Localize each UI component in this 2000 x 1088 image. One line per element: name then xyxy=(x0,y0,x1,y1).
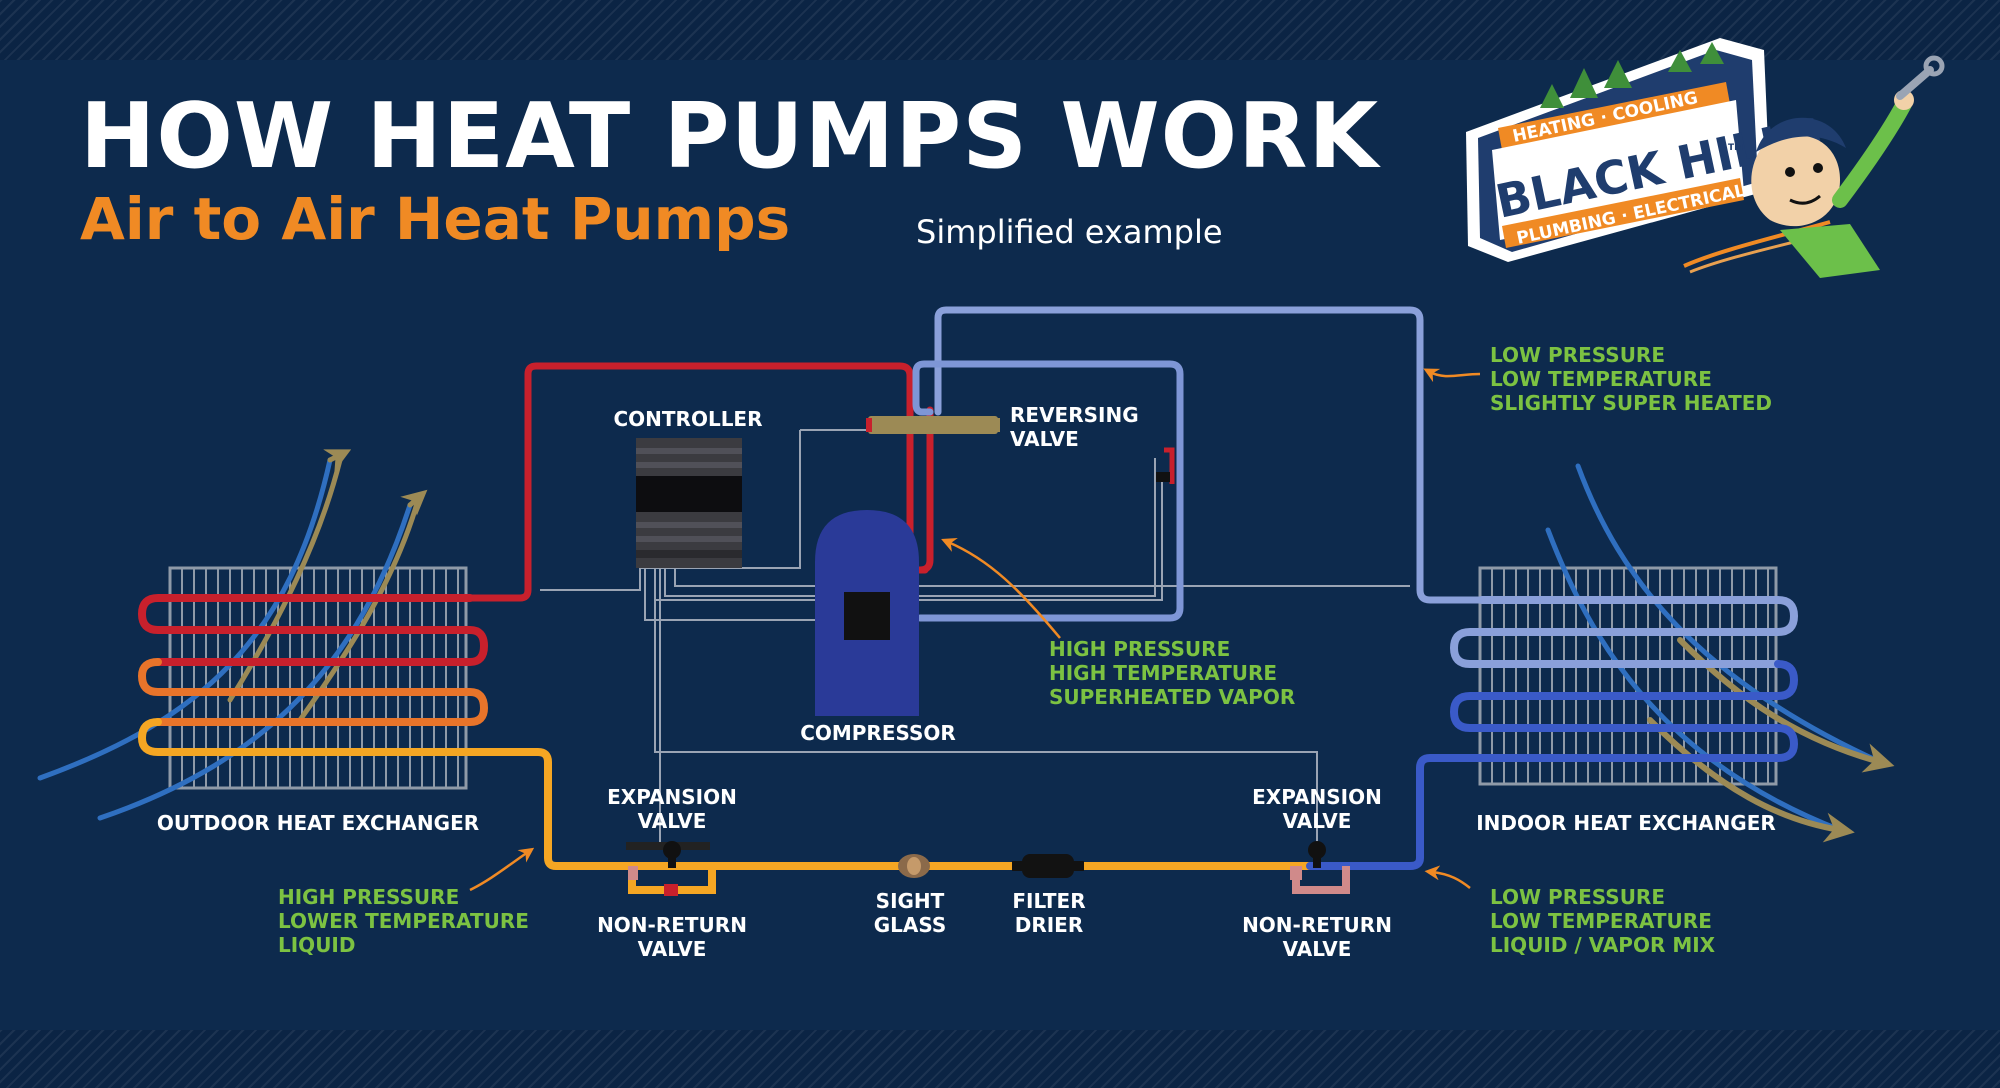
expansion-valve-left-label-2: VALVE xyxy=(638,809,707,833)
compressor-label: COMPRESSOR xyxy=(800,721,956,745)
outdoor-exchanger-label: OUTDOOR HEAT EXCHANGER xyxy=(157,811,479,835)
reversing-valve-label-1: REVERSING xyxy=(1010,403,1139,427)
expansion-valve-left-label-1: EXPANSION xyxy=(607,785,737,809)
mix-state-2: LOW TEMPERATURE xyxy=(1490,909,1712,933)
indoor-airflow-arrows xyxy=(1545,463,1895,843)
mix-state-3: LIQUID / VAPOR MIX xyxy=(1490,933,1716,957)
component-labels: CONTROLLER REVERSING VALVE COMPRESSOR OU… xyxy=(157,403,1776,961)
indoor-exchanger-label: INDOOR HEAT EXCHANGER xyxy=(1476,811,1776,835)
logo-trademark: TM xyxy=(1728,143,1743,153)
non-return-valve-right-label-1: NON-RETURN xyxy=(1242,913,1392,937)
state-labels: LOW PRESSURE LOW TEMPERATURE SLIGHTLY SU… xyxy=(278,343,1772,957)
compressor-body xyxy=(815,510,919,716)
filter-drier-label-2: DRIER xyxy=(1015,913,1084,937)
mix-state-1: LOW PRESSURE xyxy=(1490,885,1665,909)
filter-drier-label-1: FILTER xyxy=(1012,889,1085,913)
expansion-valve-left xyxy=(626,841,710,868)
indoor-coil xyxy=(1306,596,1798,870)
page-title: HOW HEAT PUMPS WORK xyxy=(80,84,1380,189)
suction-state-1: LOW PRESSURE xyxy=(1490,343,1665,367)
sight-glass-label-1: SIGHT xyxy=(876,889,945,913)
expansion-valve-right-label-1: EXPANSION xyxy=(1252,785,1382,809)
controller-label: CONTROLLER xyxy=(613,407,762,431)
sight-glass xyxy=(898,854,930,878)
controller-box xyxy=(636,438,742,568)
non-return-valve-right xyxy=(1290,866,1350,894)
non-return-valve-right-label-2: VALVE xyxy=(1283,937,1352,961)
top-pattern-band xyxy=(0,0,2000,60)
discharge-state-1: HIGH PRESSURE xyxy=(1049,637,1230,661)
suction-state-2: LOW TEMPERATURE xyxy=(1490,367,1712,391)
bottom-pattern-band xyxy=(0,1030,2000,1088)
outdoor-coil xyxy=(138,594,1314,870)
suction-state-3: SLIGHTLY SUPER HEATED xyxy=(1490,391,1772,415)
filter-drier xyxy=(1012,854,1084,878)
reversing-valve xyxy=(866,416,1175,484)
suction-line xyxy=(912,306,1486,622)
mascot-plumber-icon xyxy=(1683,55,1945,278)
expansion-valve-right-label-2: VALVE xyxy=(1283,809,1352,833)
reversing-valve-label-2: VALVE xyxy=(1010,427,1079,451)
discharge-state-3: SUPERHEATED VAPOR xyxy=(1049,685,1295,709)
liquid-state-2: LOWER TEMPERATURE xyxy=(278,909,529,933)
non-return-valve-left-label-1: NON-RETURN xyxy=(597,913,747,937)
subtitle-note: Simplified example xyxy=(916,213,1223,251)
sight-glass-label-2: GLASS xyxy=(874,913,947,937)
expansion-valve-right xyxy=(1308,841,1326,868)
pointer-arrows xyxy=(469,368,1481,892)
pine-trees-icon xyxy=(1540,42,1724,108)
page-subtitle: Air to Air Heat Pumps xyxy=(80,185,791,253)
non-return-valve-left xyxy=(628,866,716,896)
liquid-state-1: HIGH PRESSURE xyxy=(278,885,459,909)
discharge-state-2: HIGH TEMPERATURE xyxy=(1049,661,1277,685)
liquid-state-3: LIQUID xyxy=(278,933,355,957)
non-return-valve-left-label-2: VALVE xyxy=(638,937,707,961)
